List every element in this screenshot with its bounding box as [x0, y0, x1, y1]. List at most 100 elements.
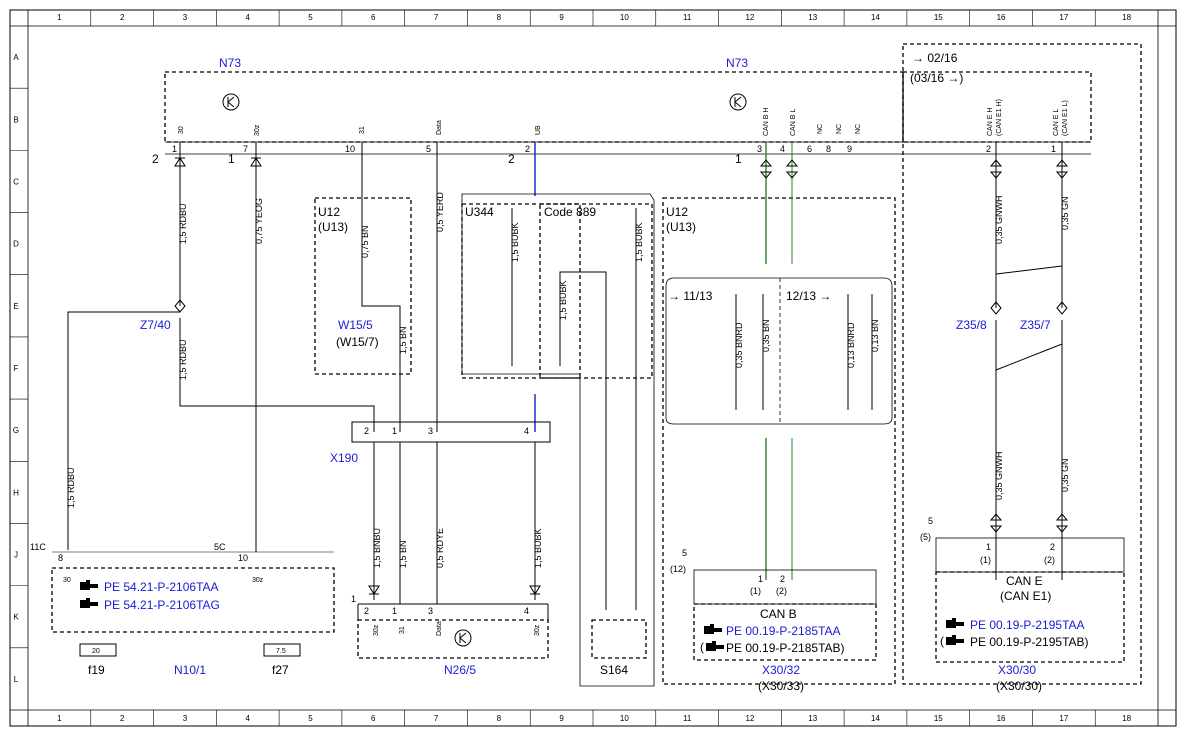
- pin-label: 31: [359, 126, 366, 134]
- page-ref[interactable]: (03/16 →): [910, 71, 963, 85]
- grid-column-label: 14: [871, 13, 880, 22]
- grid-column-label: 7: [434, 714, 439, 723]
- pin-label: Data: [436, 120, 443, 135]
- splice-z35-8[interactable]: Z35/8: [956, 318, 987, 332]
- u344-box: [461, 203, 581, 379]
- u12-label: U12: [666, 205, 688, 219]
- f19-label: f19: [88, 663, 105, 677]
- pin-number: 3: [757, 144, 762, 154]
- grid-column-label: 10: [620, 13, 629, 22]
- wire-label: 1,5 BN: [398, 326, 408, 354]
- grid-column-label: 8: [497, 13, 502, 22]
- fuse-rating: 20: [92, 648, 100, 655]
- pin-label: NC: [855, 124, 862, 134]
- pin-number: 7: [243, 144, 248, 154]
- grid-column-label: 16: [997, 714, 1006, 723]
- wire-label: 1,5 BUBK: [558, 280, 568, 320]
- x30-33-label: (X30/33): [758, 679, 804, 693]
- connector-number: 2: [152, 152, 159, 166]
- pin-number: (1): [980, 555, 991, 565]
- grid-row-label: A: [13, 53, 19, 62]
- pin-number: 2: [525, 144, 530, 154]
- can-e1-label: (CAN E1): [1000, 589, 1051, 603]
- grid-column-label: 2: [120, 714, 125, 723]
- x30-30-label[interactable]: X30/30: [998, 663, 1036, 677]
- ground-w15-5[interactable]: W15/5: [338, 318, 373, 332]
- pe-ref-link[interactable]: PE 00.19-P-2185TAB): [726, 641, 845, 655]
- wire-label: 0,35 GN: [1060, 196, 1070, 230]
- page-ref[interactable]: → 11/13: [668, 289, 713, 303]
- n73-right-label: N73: [726, 56, 748, 70]
- pe-ref-link[interactable]: PE 00.19-P-2195TAB): [970, 635, 1089, 649]
- pin-number: 6: [807, 144, 812, 154]
- pin-label: (CAN E1 H): [996, 99, 1003, 136]
- can-b-box: [693, 603, 877, 661]
- u12-label: U12: [318, 205, 340, 219]
- pin-number: 4: [524, 606, 529, 616]
- code889-box: [539, 203, 653, 379]
- grid-column-label: 6: [371, 714, 376, 723]
- pin-label: CAN B H: [763, 108, 770, 136]
- grid-column-label: 13: [808, 714, 817, 723]
- pin-label: UB: [535, 125, 542, 135]
- grid-column-label: 11: [683, 13, 692, 22]
- code889-label: Code 889: [544, 205, 596, 219]
- grid-column-label: 12: [745, 714, 754, 723]
- pin-label: 30z: [534, 624, 541, 636]
- n10-1-label[interactable]: N10/1: [174, 663, 206, 677]
- connector-number: 5C: [214, 542, 226, 552]
- n26-5-label[interactable]: N26/5: [444, 663, 476, 677]
- grid-row-label: E: [13, 302, 18, 311]
- pin-label: (CAN E1 L): [1062, 100, 1069, 136]
- pin-number: 1: [172, 144, 177, 154]
- grid-row-label: J: [14, 551, 18, 560]
- grid-column-label: 6: [371, 13, 376, 22]
- grid-column-label: 8: [497, 714, 502, 723]
- x30-32-label[interactable]: X30/32: [762, 663, 800, 677]
- grid-column-label: 11: [683, 714, 692, 723]
- page-ref[interactable]: 12/13 →: [786, 289, 831, 303]
- grid-column-label: 7: [434, 13, 439, 22]
- connector-number: 5: [928, 516, 933, 526]
- can-e-section-box: [902, 43, 1142, 685]
- wire-label: 0,75 BN: [360, 225, 370, 258]
- wire-label: 1,5 BUBK: [634, 222, 644, 262]
- grid-column-label: 1: [57, 13, 62, 22]
- connector-number: 2: [508, 152, 515, 166]
- page-ref[interactable]: → 02/16: [912, 51, 958, 65]
- pin-label: CAN E H: [987, 108, 994, 136]
- wire-label: 1,5 BN: [398, 540, 408, 568]
- pin-label: Data: [436, 621, 443, 636]
- pin-number: 8: [58, 553, 63, 563]
- wire-label: 0,5 YERD: [435, 192, 445, 232]
- pe-ref-link[interactable]: PE 54.21-P-2106TAA: [104, 580, 219, 594]
- wire-label: 1,5 BUBK: [533, 528, 543, 568]
- ground-w15-7: (W15/7): [336, 335, 379, 349]
- grid-column-label: 9: [559, 714, 564, 723]
- u12-right-box: [662, 197, 896, 685]
- wire-label: 0,35 BNRD: [734, 322, 744, 368]
- grid-column-label: 4: [245, 714, 250, 723]
- pin-label: NC: [836, 124, 843, 134]
- pe-ref-link[interactable]: PE 00.19-P-2195TAA: [970, 618, 1085, 632]
- grid-column-label: 16: [997, 13, 1006, 22]
- pe-ref-link[interactable]: PE 00.19-P-2185TAA: [726, 624, 841, 638]
- fuse-rating: 7.5: [276, 648, 286, 655]
- connector-number: (12): [670, 564, 686, 574]
- transistor-icon: [222, 93, 240, 111]
- x190-connector[interactable]: [351, 421, 551, 443]
- x30-30b-label: (X30/30): [996, 679, 1042, 693]
- pin-number: 1: [986, 542, 991, 552]
- pe-ref-link[interactable]: PE 54.21-P-2106TAG: [104, 598, 220, 612]
- pin-label: 30z: [252, 577, 264, 584]
- pin-label: 30z: [254, 124, 261, 136]
- grid-column-label: 18: [1122, 13, 1131, 22]
- s164-label[interactable]: S164: [600, 663, 628, 677]
- u13-label: (U13): [666, 220, 696, 234]
- connector-number: 11C: [30, 542, 46, 552]
- can-b-label: CAN B: [760, 607, 797, 621]
- x190-label[interactable]: X190: [330, 451, 358, 465]
- splice-z35-7[interactable]: Z35/7: [1020, 318, 1051, 332]
- splice-z7-40[interactable]: Z7/40: [140, 318, 171, 332]
